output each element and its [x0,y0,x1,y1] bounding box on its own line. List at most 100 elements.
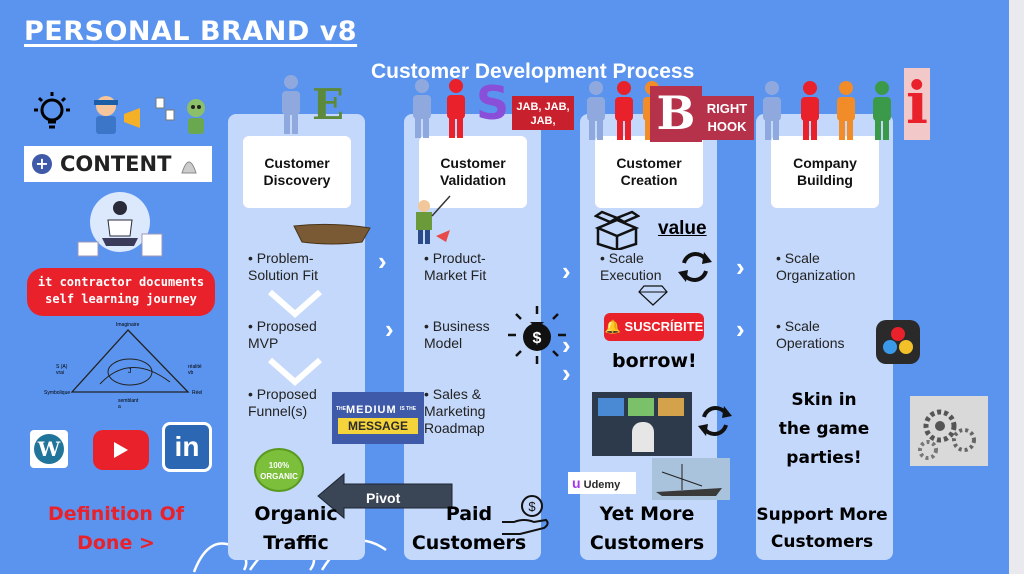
gears-icon [918,409,976,460]
chevron-right-icon: › [562,358,571,388]
content-label: CONTENT [60,152,172,176]
svg-text:$: $ [533,330,542,347]
bottom-paid-customers: Paid Customers [411,503,527,554]
youtube-icon[interactable] [93,430,149,470]
gears-photo [910,396,988,466]
udemy-icon: u [572,475,581,491]
diamond-icon [638,285,668,306]
refresh-icon [698,406,732,436]
meditation-illustration [72,190,168,260]
chevron-right-icon: › [736,252,745,282]
item-text: Proposed Funnel(s) [248,386,317,419]
triangle-top-label: Imaginaire [116,322,140,328]
boat-icon [293,223,371,245]
item-scale-organization: • Scale Organization [776,250,856,283]
card-customer-discovery: Customer Discovery [243,136,351,208]
refresh-icon [678,252,712,282]
money-bag-icon: $ [508,306,566,364]
chevron-right-icon: › [378,246,387,276]
chevron-right-icon: › [562,330,571,360]
chevron-down-icon [268,289,322,318]
triangle-center-label: J [128,368,132,375]
item-text: Scale Organization [776,250,856,283]
triangle-diagram: Imaginaire S (A) vrai Symbolique réalité… [30,322,220,412]
item-business-model: • Business Model [424,318,490,351]
process-title: Customer Development Process [371,60,695,83]
bottom-support-more-customers: Support More Customers [756,505,888,552]
chevron-right-icon: › [562,256,571,286]
triangle-bottom-label: semblant a [118,398,139,410]
davinci-petals [883,327,913,354]
chevron-right-icon: › [385,314,394,344]
medium-is-the-text: IS THE [400,406,417,412]
item-text: Product- Market Fit [424,250,487,283]
chevron-down-icon [268,357,322,386]
pivot-label: Pivot [366,490,401,506]
card-company-building: Company Building [771,136,879,208]
borrow-label: borrow! [612,350,697,372]
right-scroll-strip [1009,0,1024,574]
item-text: Proposed MVP [248,318,317,351]
sticker-right-hook: RIGHT HOOK [700,96,754,140]
sticker-s: S [476,76,510,130]
organic-badge: 100% ORGANIC [254,448,304,492]
triangle-right2-label: Réel [192,390,203,396]
sticker-e: E [312,80,345,129]
item-proposed-funnels: • Proposed Funnel(s) [248,386,317,419]
subscribe-button[interactable]: 🔔 SUSCRÍBITE [604,313,704,341]
medium-text: MEDIUM [346,404,397,416]
definition-of-done: Definition Of Done > [48,503,184,554]
triangle-left2-label: Symbolique [44,390,71,396]
medium-message-badge: THE MEDIUM IS THE MESSAGE [332,392,424,444]
item-text: Problem- Solution Fit [248,250,319,283]
svg-text:$: $ [528,499,536,514]
idea-icons-row [28,90,218,138]
lightbulb-icon [34,92,205,134]
play-icon [114,442,128,458]
journey-pill: it contractor documents self learning jo… [27,268,215,316]
medium-the-text: THE [336,406,346,412]
item-text: Scale Execution [600,250,662,283]
triangle-right-label: réalité vb [188,364,202,376]
trading-photo [592,392,692,456]
udemy-badge: u Udemy [568,472,636,494]
content-label-box: + CONTENT [24,146,212,182]
linkedin-icon[interactable]: in [162,422,212,472]
sticker-jab: JAB, JAB, JAB, [512,96,574,130]
skin-in-the-game: Skin in the game parties! [778,390,870,468]
item-product-market-fit: • Product- Market Fit [424,250,487,283]
people-green-icon [763,81,891,140]
udemy-label: Udemy [583,479,621,491]
box-icon [594,210,640,250]
people-red-icon [413,79,465,138]
sticker-b: B [650,86,702,142]
item-sales-marketing-roadmap: • Sales & Marketing Roadmap [424,386,486,436]
sticker-i: i [904,68,930,140]
wordpress-logo: W [34,434,64,464]
item-proposed-mvp: • Proposed MVP [248,318,317,351]
subscribe-label: SUSCRÍBITE [624,319,704,334]
bottom-yet-more-customers: Yet More Customers [589,503,705,554]
item-problem-solution-fit: • Problem- Solution Fit [248,250,319,283]
bottom-organic-traffic: Organic Traffic [254,503,338,554]
item-text: Sales & Marketing Roadmap [424,386,486,436]
ship-photo [652,458,730,500]
item-text: Scale Operations [776,318,845,351]
item-scale-execution: • Scale Execution [600,250,662,283]
value-label: value [658,218,707,239]
shell-icon [181,161,198,174]
ship-icon [656,464,722,496]
card-customer-creation: Customer Creation [595,136,703,208]
pivot-arrow-icon [317,472,453,520]
item-scale-operations: • Scale Operations [776,318,845,351]
wordpress-icon[interactable]: W [30,430,68,468]
fisherman-icon [416,195,451,244]
item-text: Business Model [424,318,490,351]
meditation-icon [77,192,163,257]
davinci-resolve-icon [876,320,920,364]
triangle-drawing [70,329,190,393]
triangle-left-label: S (A) vrai [56,364,68,376]
message-text: MESSAGE [338,418,418,434]
plus-icon: + [32,154,52,174]
